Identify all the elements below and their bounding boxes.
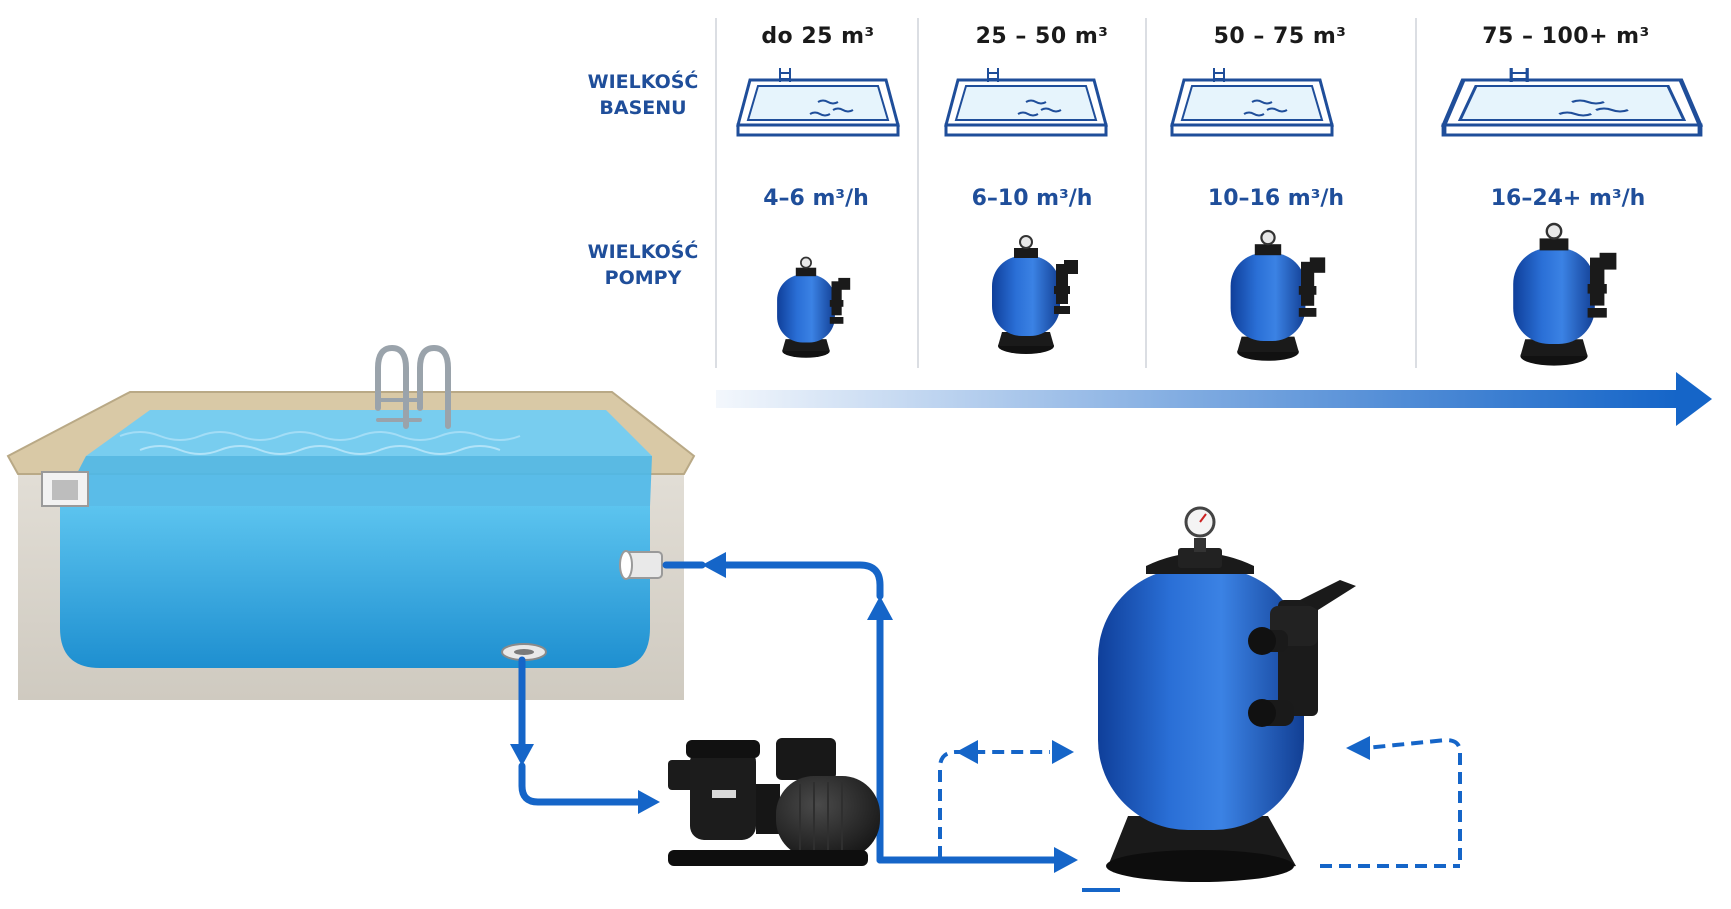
pump-icon	[668, 738, 880, 866]
pool-ladder	[375, 344, 451, 429]
tier-flow-rate: 6–10 m³/h	[971, 186, 1093, 211]
pool-icon	[1444, 68, 1700, 135]
arrow-head	[956, 740, 978, 764]
dashed-connections	[938, 737, 1462, 892]
pool-icon	[1170, 66, 1334, 137]
tier-flow-rate: 10–16 m³/h	[1207, 186, 1345, 211]
pipe-to-pump	[518, 762, 644, 806]
pool-water	[60, 506, 650, 668]
sand-filter-icon	[1229, 229, 1327, 362]
dashed-left	[938, 750, 1050, 858]
sand-filter-icon	[991, 235, 1079, 355]
progression-bar	[716, 390, 1676, 408]
arrow-head	[1052, 740, 1074, 764]
tier-volume: 75 – 100+ m³	[1482, 24, 1650, 49]
pool-icon	[944, 66, 1108, 137]
return-pipe-to-pool	[716, 561, 884, 600]
inlet-nozzle-icon	[619, 550, 663, 580]
sand-filter-icon	[776, 256, 852, 359]
pool-icon	[736, 66, 900, 137]
pool-size-label: WIELKOŚĆ BASENU	[563, 70, 723, 121]
progression-arrow-head	[1676, 372, 1712, 426]
pump-size-label-line2: POMPY	[604, 266, 682, 289]
tier-volume: 25 – 50 m³	[975, 24, 1109, 49]
tier-volume: 50 – 75 m³	[1213, 24, 1347, 49]
pool-size-label-line1: WIELKOŚĆ	[587, 71, 699, 93]
tier-flow-rate: 16–24+ m³/h	[1490, 186, 1646, 211]
dashed-right	[1365, 737, 1462, 860]
sand-filter-icon	[1098, 506, 1356, 882]
arrow-head	[1346, 736, 1370, 760]
size-table	[715, 18, 1712, 426]
pool	[6, 344, 696, 700]
skimmer-icon	[41, 471, 89, 507]
tier-volume: do 25 m³	[761, 24, 875, 49]
pump-size-label-line1: WIELKOŚĆ	[587, 241, 699, 263]
pump-size-label: WIELKOŚĆ POMPY	[563, 240, 723, 291]
pressure-gauge-icon	[1184, 506, 1216, 538]
pool-size-label-line2: BASENU	[599, 96, 687, 119]
tier-flow-rate: 4–6 m³/h	[763, 186, 869, 211]
sand-filter-icon	[1512, 222, 1618, 367]
